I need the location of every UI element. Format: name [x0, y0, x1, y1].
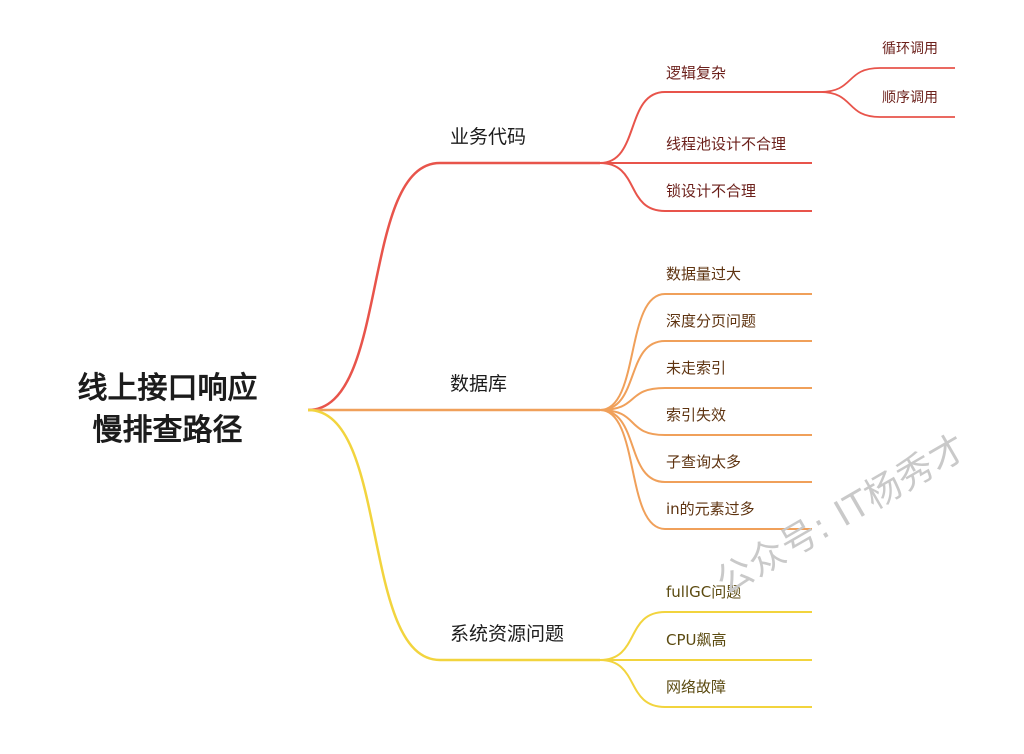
- node-res-cpu: CPU飙高: [666, 631, 727, 649]
- node-db-in-elements: in的元素过多: [666, 500, 755, 518]
- edge-db-1: [599, 293, 812, 411]
- node-loop-call: 循环调用: [882, 41, 938, 57]
- node-complex-logic: 逻辑复杂: [666, 64, 727, 82]
- edge-db-5: [599, 409, 812, 483]
- node-res-network: 网络故障: [666, 678, 727, 696]
- edge-business-lock: [599, 162, 812, 212]
- edge-db-6: [599, 409, 812, 530]
- edge-res-1: [599, 611, 812, 661]
- edge-root-resources: [307, 408, 600, 662]
- node-business-code: 业务代码: [450, 126, 527, 148]
- node-threadpool-design: 线程池设计不合理: [666, 135, 787, 153]
- node-lock-design: 锁设计不合理: [666, 182, 757, 200]
- edge-db-2: [599, 340, 812, 411]
- edge-db-3: [599, 387, 812, 411]
- edge-logic-sequence: [819, 91, 955, 118]
- edge-root-business: [307, 161, 600, 412]
- root-title-line1: 线上接口响应: [77, 371, 258, 406]
- node-db-deep-paging: 深度分页问题: [666, 312, 757, 330]
- edge-logic-loop: [819, 67, 955, 93]
- node-db-large-data: 数据量过大: [666, 265, 742, 283]
- node-db-subqueries: 子查询太多: [666, 453, 742, 471]
- node-db-no-index: 未走索引: [666, 359, 727, 377]
- node-system-resources: 系统资源问题: [450, 623, 565, 645]
- node-res-fullgc: fullGC问题: [666, 583, 742, 601]
- node-database: 数据库: [450, 373, 508, 395]
- node-sequential-call: 顺序调用: [882, 90, 938, 106]
- edge-db-4: [599, 409, 812, 436]
- edge-res-3: [599, 659, 812, 708]
- node-db-index-invalid: 索引失效: [666, 406, 727, 424]
- edge-business-logic: [599, 91, 820, 164]
- root-title: 线上接口响应 慢排查路径: [60, 368, 275, 452]
- root-title-line2: 慢排查路径: [92, 413, 243, 448]
